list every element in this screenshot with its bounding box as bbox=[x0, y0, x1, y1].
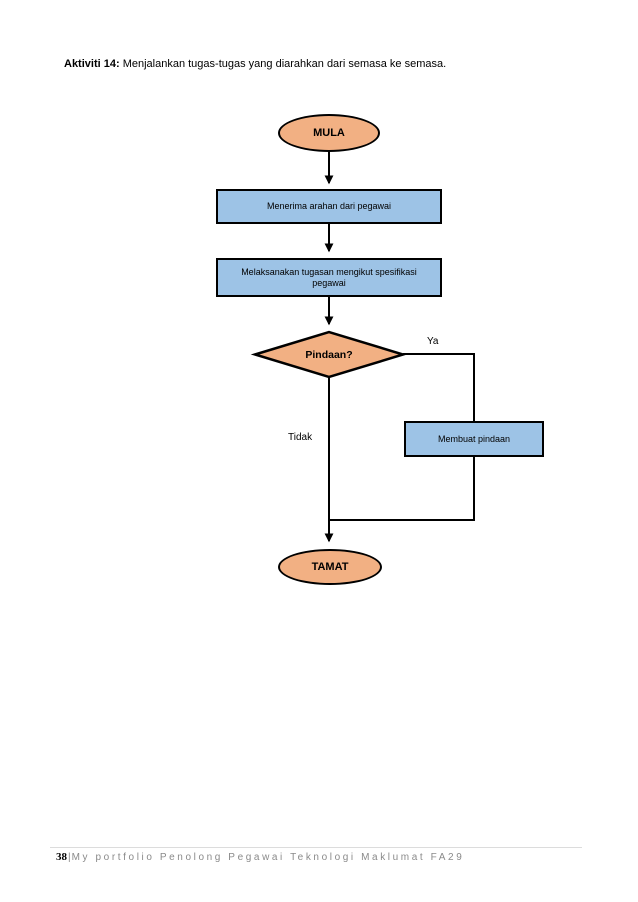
branch-yes-label: Ya bbox=[427, 336, 439, 347]
decision-diamond bbox=[250, 330, 408, 379]
footer-divider bbox=[50, 847, 582, 848]
process-step2: Melaksanakan tugasan mengikut spesifikas… bbox=[216, 258, 442, 297]
end-node-label: TAMAT bbox=[311, 560, 349, 573]
process-yes-step: Membuat pindaan bbox=[404, 421, 544, 457]
footer-page-number: 38 bbox=[56, 851, 67, 863]
decision-label: Pindaan? bbox=[305, 349, 353, 361]
process-step1-label: Menerima arahan dari pegawai bbox=[266, 201, 392, 211]
connector-yes-return bbox=[330, 457, 475, 521]
process-step2-label: Melaksanakan tugasan mengikut spesifikas… bbox=[241, 266, 417, 288]
process-step1: Menerima arahan dari pegawai bbox=[216, 189, 442, 224]
page-title-label: Aktiviti 14: bbox=[64, 58, 120, 70]
page-title-text: Menjalankan tugas-tugas yang diarahkan d… bbox=[119, 58, 447, 70]
start-node-label: MULA bbox=[313, 126, 345, 139]
branch-no-label: Tidak bbox=[288, 432, 313, 443]
page-title: Aktiviti 14: Menjalankan tugas-tugas yan… bbox=[64, 57, 446, 71]
page-footer: 38|My portfolio Penolong Pegawai Teknolo… bbox=[56, 851, 464, 863]
footer-separator: | bbox=[68, 852, 71, 863]
connector-yes-branch bbox=[403, 353, 475, 421]
footer-text: My portfolio Penolong Pegawai Teknologi … bbox=[71, 852, 465, 863]
process-yes-step-label: Membuat pindaan bbox=[437, 433, 511, 444]
start-node: MULA bbox=[278, 114, 380, 152]
end-node: TAMAT bbox=[278, 549, 382, 585]
